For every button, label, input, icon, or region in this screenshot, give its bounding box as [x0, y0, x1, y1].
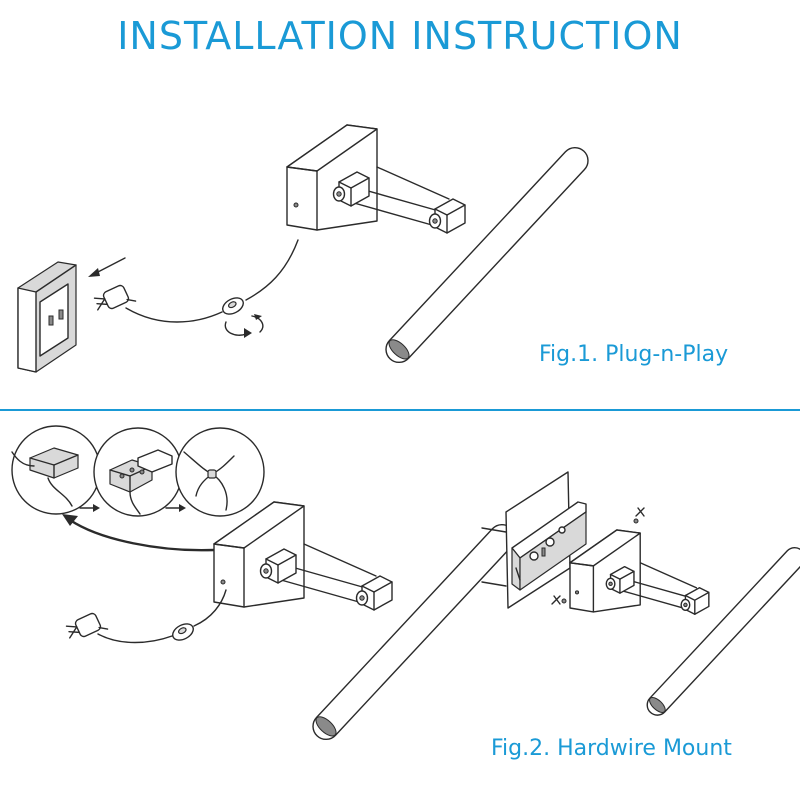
fig2-plug: [63, 609, 109, 646]
fig2-detail-wire-connection: [176, 428, 264, 516]
fig1-dimmer-switch: [219, 293, 247, 319]
fig1-cable-to-dimmer: [126, 308, 222, 322]
fig1-caption: Fig.1. Plug-n-Play: [539, 342, 729, 367]
fig2-curved-arrow: [62, 514, 214, 550]
fig1-rotate-arrows: [225, 314, 263, 338]
fig1-wall-outlet: [18, 262, 76, 372]
fig2-detail-junction-box: [12, 426, 100, 514]
fig2-vanity-lamp: [213, 501, 522, 746]
fig2-cable-to-lamp: [194, 590, 226, 626]
fig2-cable-to-dimmer: [98, 634, 172, 643]
fig2-dimmer-switch: [169, 619, 197, 645]
fig2-caption: Fig.2. Hardwire Mount: [491, 736, 732, 761]
fig2-hardwire-lamp: [569, 529, 800, 720]
fig1-arrow-to-outlet: [88, 258, 125, 277]
fig1-cable-to-lamp: [246, 240, 298, 300]
fig2-step-arrows: [80, 504, 186, 512]
fig1-vanity-lamp: [286, 124, 595, 369]
fig2-wall-junction: [482, 472, 586, 608]
fig1-plug: [91, 281, 137, 318]
fig2-mounting-screws: [552, 508, 644, 604]
section-divider: [0, 409, 800, 411]
page-title: INSTALLATION INSTRUCTION: [117, 14, 683, 58]
fig2-detail-terminal-block: [94, 428, 182, 516]
